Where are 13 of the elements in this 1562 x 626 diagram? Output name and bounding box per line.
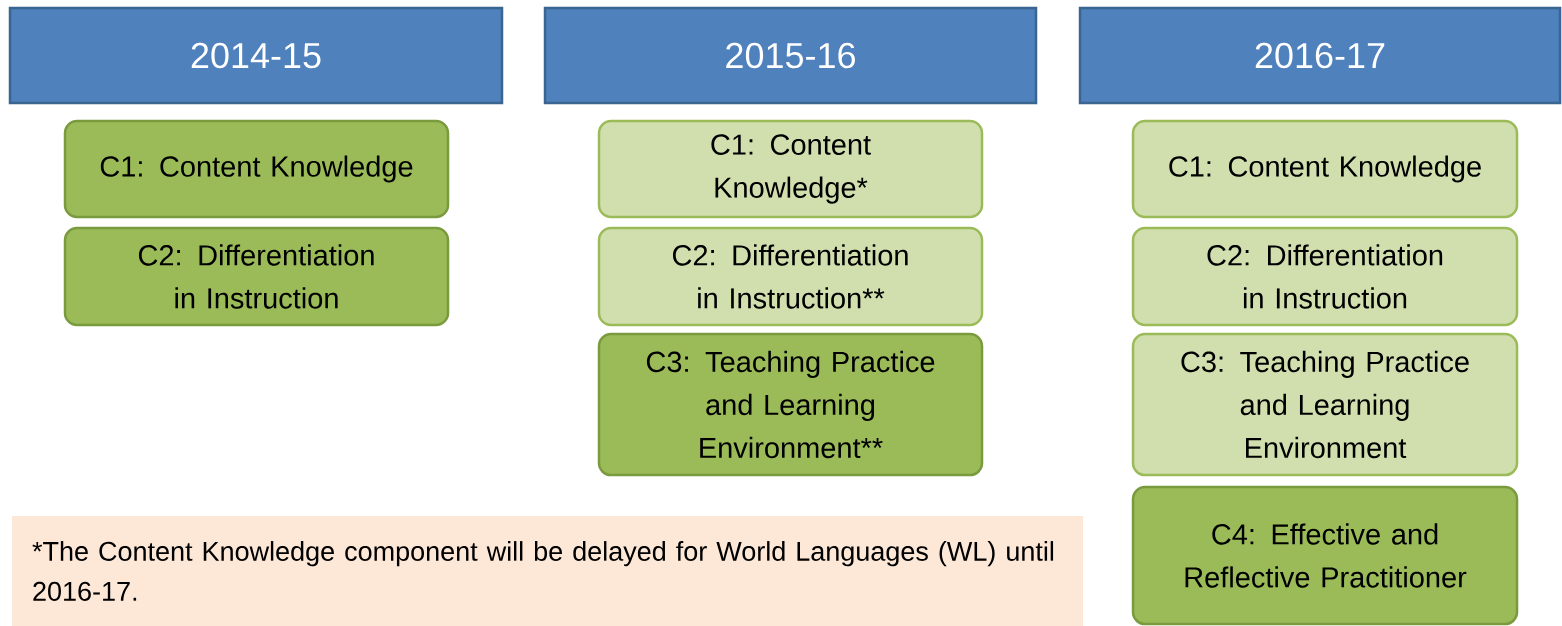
component-box: C2: Differentiation in Instruction** xyxy=(597,226,984,327)
footnote-box: *The Content Knowledge component will be delayed for World Languages (WL) until 2016-17. xyxy=(12,516,1083,626)
component-box: C1: Content Knowledge xyxy=(63,119,450,219)
year-header: 2016-17 xyxy=(1078,6,1562,105)
component-box: C4: Effective and Reflective Practitioner xyxy=(1131,485,1519,626)
year-header: 2014-15 xyxy=(8,6,504,105)
component-box: C1: Content Knowledge* xyxy=(597,119,984,219)
component-box: C3: Teaching Practice and Learning Environment xyxy=(1131,332,1519,477)
component-box: C2: Differentiation in Instruction xyxy=(1131,226,1519,327)
year-header: 2015-16 xyxy=(543,6,1038,105)
component-box: C3: Teaching Practice and Learning Environment** xyxy=(597,332,984,477)
component-box: C1: Content Knowledge xyxy=(1131,119,1519,219)
component-box: C2: Differentiation in Instruction xyxy=(63,226,450,327)
